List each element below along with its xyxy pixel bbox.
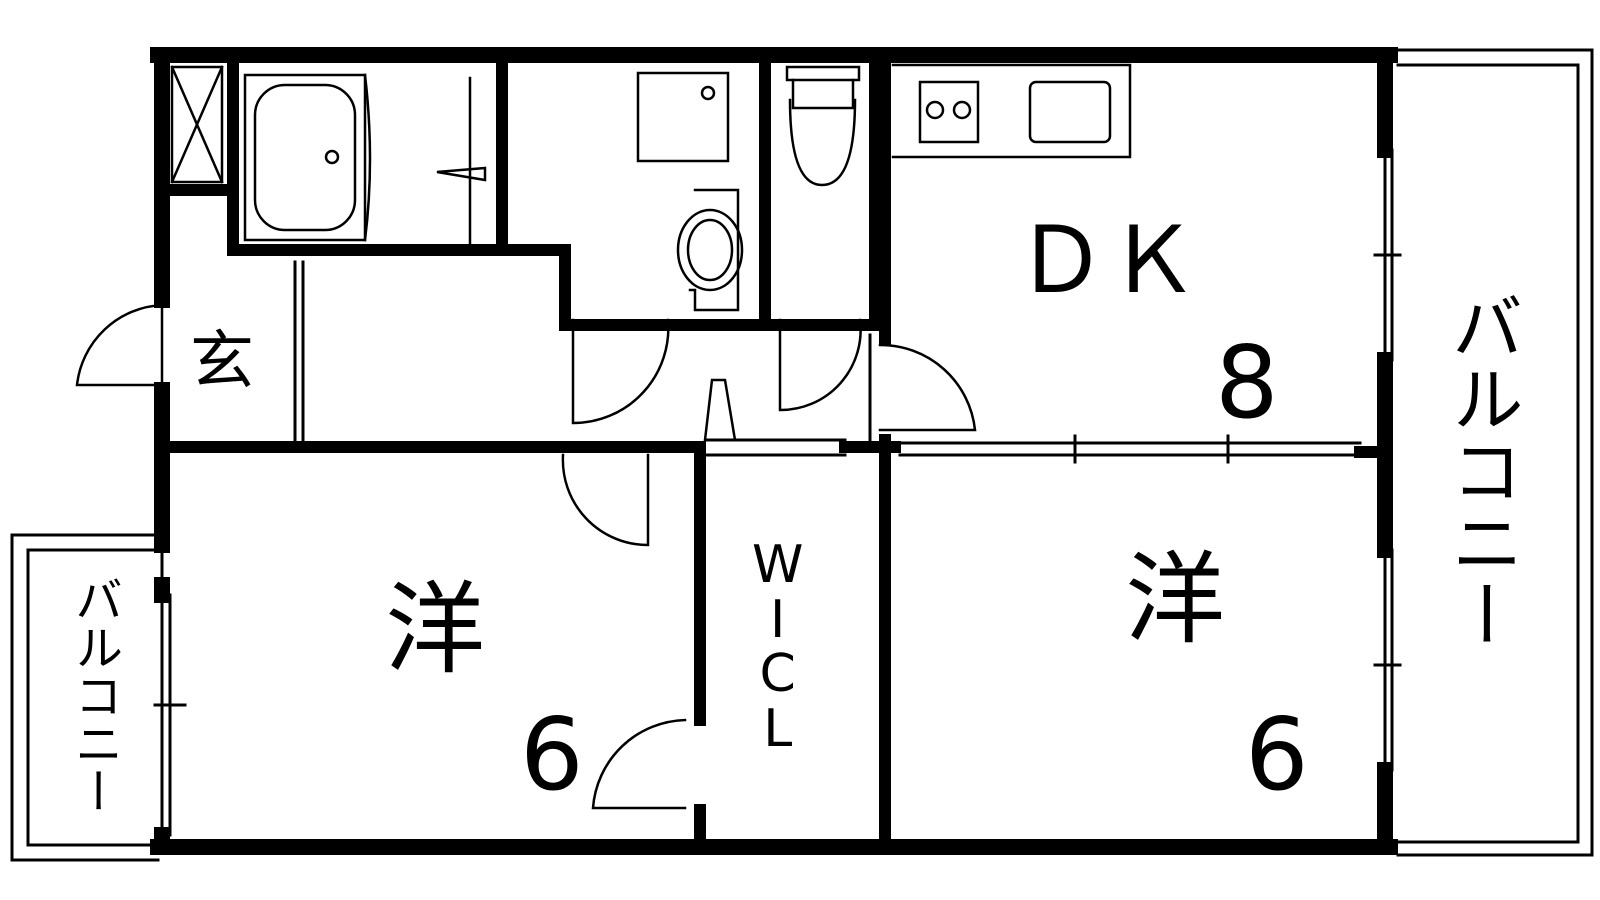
balcony-left-outline (10, 533, 160, 862)
room-label-western-left: 洋 (385, 571, 485, 688)
doors (75, 76, 977, 810)
toilet (785, 65, 861, 187)
outer-walls (150, 47, 1398, 855)
room-label-entrance: 玄 (190, 325, 254, 399)
interior-walls (156, 49, 1391, 853)
storage-closet (170, 65, 224, 184)
balcony-label-right: バルコニー (1439, 290, 1523, 650)
room-size-western-left: 6 (520, 696, 584, 813)
bathtub (243, 73, 372, 242)
room-size-western-right: 6 (1245, 696, 1309, 813)
room-label-dk: ＤＫ (1015, 207, 1200, 314)
washer-sink (636, 71, 744, 312)
room-label-western-right: 洋 (1125, 541, 1225, 658)
room-size-dk: 8 (1215, 324, 1279, 441)
balcony-right-outline (1396, 48, 1594, 857)
balcony-label-left: バルコニー (66, 575, 122, 815)
partitions (153, 148, 1402, 837)
kitchen-counter (891, 63, 1132, 159)
room-label-wcl: W I C L (752, 535, 804, 759)
